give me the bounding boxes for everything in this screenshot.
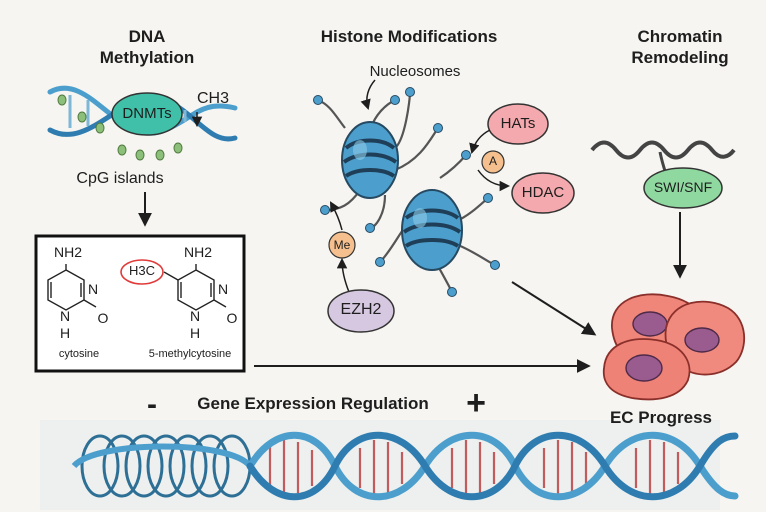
methyl-bead: [77, 111, 87, 123]
cytosine-carbonyl-label: O: [97, 310, 109, 326]
dnmts-pill: [111, 92, 183, 136]
nucleosomes-label: Nucleosomes: [369, 63, 461, 80]
gene-expression-regulation-label: Gene Expression Regulation: [197, 394, 429, 413]
cytosine-caption: cytosine: [58, 348, 100, 360]
hdac-arrow: [477, 169, 511, 192]
ch3-label: CH3: [196, 90, 229, 107]
acetyl-mark: [481, 150, 505, 174]
chromatin-remodeling-title: Chromatin Remodeling: [605, 26, 755, 68]
ezh2-arrow: [336, 257, 350, 293]
histone-tail-tips: [313, 87, 500, 297]
methyl-mark-arrow: [329, 201, 343, 231]
acetyl-mark-label: A: [488, 154, 497, 168]
ezh2-pill: [327, 289, 395, 333]
cytosine-ring: [47, 264, 97, 311]
nucleosome-2: [401, 189, 463, 271]
methyl-bead: [95, 122, 105, 134]
swisnf-pill: [643, 167, 723, 209]
nucleosome-pointer-arrow: [360, 79, 376, 111]
methylcytosine-ring: [163, 264, 227, 311]
nucleosome-1: [341, 121, 399, 199]
methyl-bead: [135, 149, 145, 161]
methylcytosine-amine-label: NH2: [184, 244, 213, 260]
methyl-mark-label: Me: [333, 238, 351, 252]
methylcytosine-nh-label: H: [189, 325, 201, 341]
methylcytosine-caption: 5-methylcytosine: [148, 348, 232, 360]
methyl-bead: [173, 142, 183, 154]
methylcytosine-ring-n-lower-label: N: [189, 308, 201, 324]
dna-methylation-title: DNA Methylation: [72, 26, 222, 68]
dna-methylation-title-line1: DNA: [128, 27, 166, 46]
methylcytosine-carbonyl-label: O: [226, 310, 238, 326]
ec-cell-nucleus: [625, 354, 663, 382]
hats-arrow: [469, 129, 491, 155]
methylcytosine-ring-n-label: N: [217, 281, 229, 297]
minus-sign: -: [147, 388, 157, 421]
methyl-highlight-circle: [120, 259, 164, 285]
ec-cell-nucleus: [684, 327, 720, 353]
chromatin-remodeling-title-line2: Remodeling: [631, 48, 729, 67]
cytosine-ring-n-lower-label: N: [59, 308, 71, 324]
hdac-label: HDAC: [521, 184, 565, 201]
histone-modifications-title: Histone Modifications: [320, 27, 498, 46]
structures-box: [34, 234, 246, 373]
hats-label: HATs: [500, 115, 536, 132]
dna-methylation-title-line2: Methylation: [99, 48, 195, 67]
methyl-bead: [57, 94, 67, 106]
dnmts-label: DNMTs: [122, 105, 172, 122]
methyl-bead: [155, 149, 165, 161]
open-dna-helix: [246, 431, 739, 501]
hats-pill: [487, 103, 549, 145]
ec-cell-nucleus: [632, 311, 668, 337]
ezh2-label: EZH2: [340, 301, 382, 318]
plus-sign: +: [466, 384, 486, 422]
cytosine-ring-n-label: N: [87, 281, 99, 297]
ec-progress-label: EC Progress: [609, 408, 713, 427]
histone-to-ec-arrow: [511, 281, 597, 336]
cytosine-amine-label: NH2: [54, 244, 83, 260]
hdac-pill: [511, 172, 575, 214]
cytosine-nh-label: H: [59, 325, 71, 341]
swisnf-label: SWI/SNF: [653, 179, 713, 195]
histone-tails: [317, 91, 496, 293]
chromatin-fiber: [590, 140, 736, 160]
methyl-bead: [117, 144, 127, 156]
ec-cells: [602, 293, 746, 401]
coil-strand: [71, 443, 253, 469]
cpg-islands-label: CpG islands: [76, 170, 164, 187]
methyl-h3c-label: H3C: [128, 263, 155, 278]
chromatin-remodeling-title-line1: Chromatin: [637, 27, 723, 46]
